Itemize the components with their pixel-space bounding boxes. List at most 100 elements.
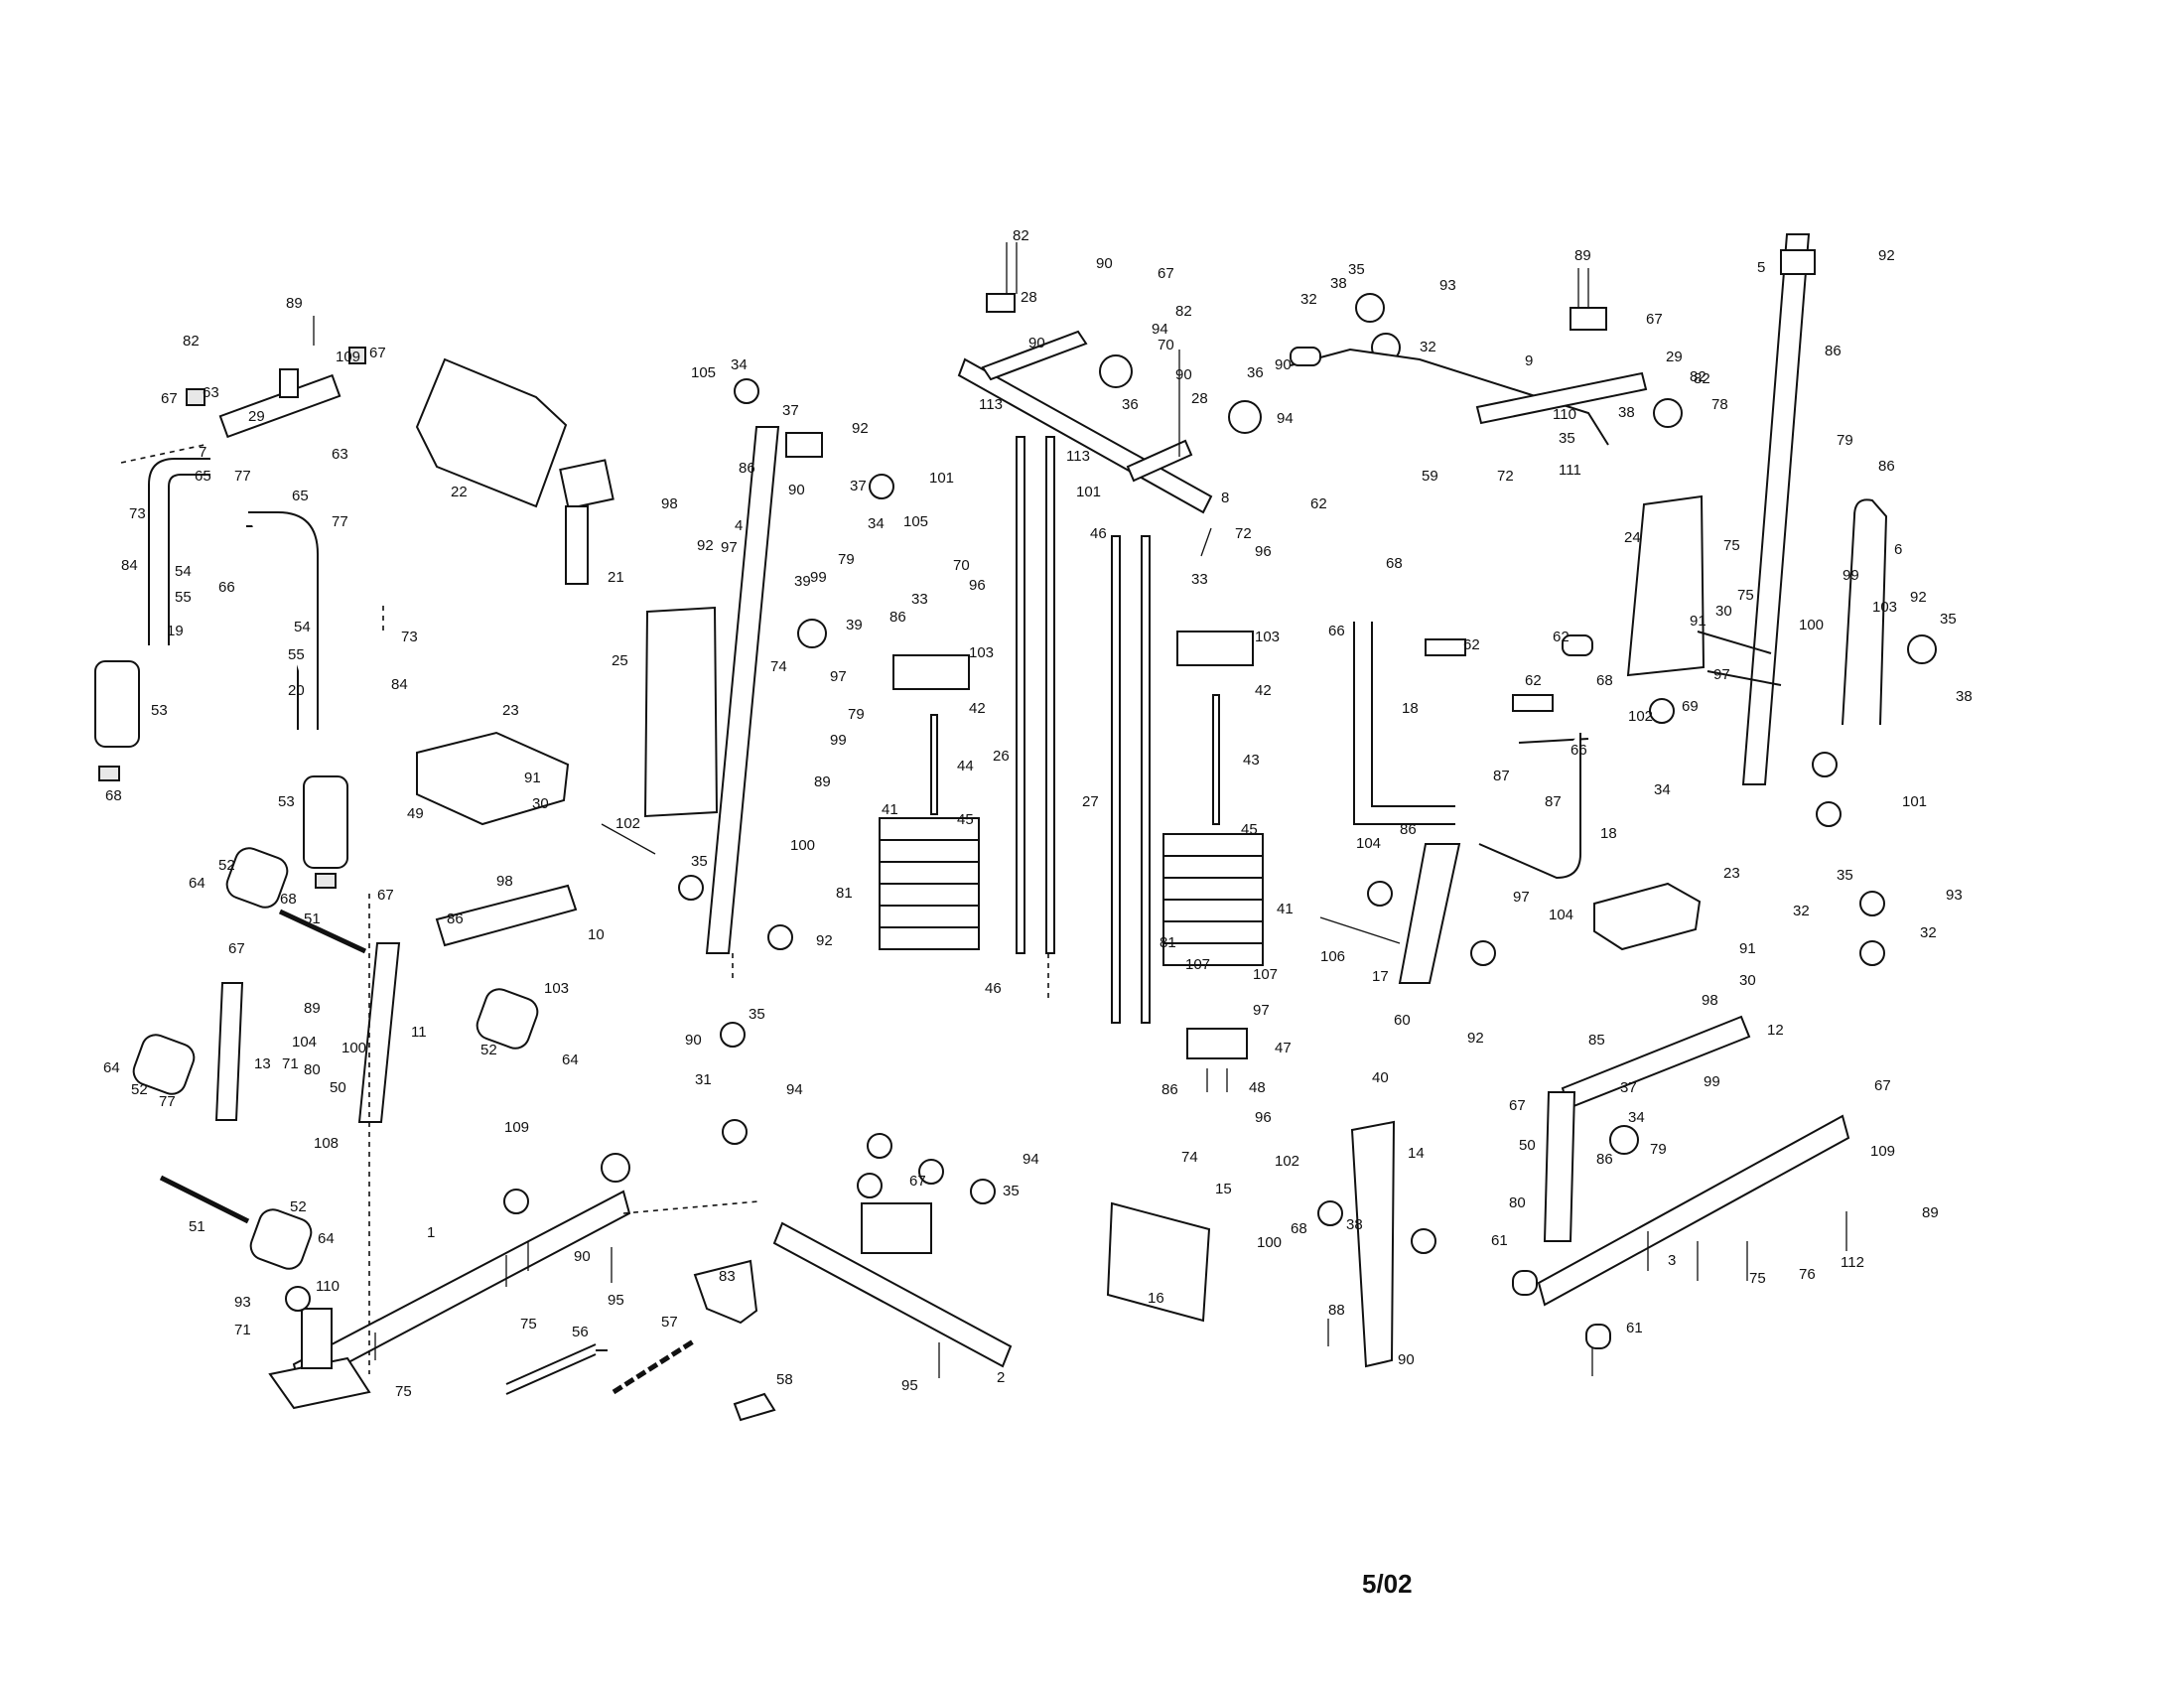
callout-52b: 52 <box>131 1081 148 1098</box>
callout-37b: 37 <box>850 478 867 494</box>
callout-94c: 94 <box>786 1081 803 1098</box>
callout-93b: 93 <box>1946 887 1963 904</box>
callout-63b: 63 <box>332 446 348 463</box>
callout-89a: 89 <box>286 295 303 312</box>
callout-66c: 66 <box>1570 742 1587 759</box>
callout-46a: 46 <box>1090 525 1107 542</box>
callout-86a: 86 <box>739 460 755 477</box>
callout-108: 108 <box>314 1135 339 1152</box>
callout-104b: 104 <box>1356 835 1381 852</box>
callout-68b: 68 <box>280 891 297 908</box>
callout-59: 59 <box>1422 468 1438 485</box>
callout-62c: 62 <box>1525 672 1542 689</box>
callout-8: 8 <box>1221 490 1229 506</box>
accessory-handles <box>505 1259 776 1422</box>
callout-97e: 97 <box>1513 889 1530 906</box>
date-code: 5/02 <box>1362 1569 1413 1599</box>
callout-89c: 89 <box>814 773 831 790</box>
guide-rods <box>1016 436 1151 1024</box>
leg-rollers <box>132 847 539 1270</box>
callout-105a: 105 <box>691 364 716 381</box>
callout-86e: 86 <box>447 911 464 927</box>
callout-101b: 101 <box>1076 484 1101 500</box>
callout-18a: 18 <box>1402 700 1419 717</box>
callout-57: 57 <box>661 1314 678 1331</box>
callout-90g: 90 <box>574 1248 591 1265</box>
callout-34b: 34 <box>868 515 885 532</box>
callout-36a: 36 <box>1122 396 1139 413</box>
callout-2: 2 <box>997 1369 1005 1386</box>
callout-17: 17 <box>1372 968 1389 985</box>
callout-107b: 107 <box>1253 966 1278 983</box>
callout-83: 83 <box>719 1268 736 1285</box>
callout-68d: 68 <box>1596 672 1613 689</box>
callout-97d: 97 <box>1253 1002 1270 1019</box>
callout-61b: 61 <box>1626 1320 1643 1336</box>
callout-94b: 94 <box>1152 321 1168 338</box>
callout-52d: 52 <box>290 1198 307 1215</box>
callout-38c: 38 <box>1956 688 1973 705</box>
callout-90f: 90 <box>685 1032 702 1049</box>
callout-35c: 35 <box>1940 611 1957 628</box>
callout-90c: 90 <box>1175 366 1192 383</box>
callout-86c: 86 <box>1825 343 1842 359</box>
callout-25: 25 <box>612 652 628 669</box>
callout-86h: 86 <box>1596 1151 1613 1168</box>
callout-68c: 68 <box>1386 555 1403 572</box>
callout-12: 12 <box>1767 1022 1784 1039</box>
callout-56: 56 <box>572 1324 589 1340</box>
callout-102a: 102 <box>615 815 640 832</box>
callout-82b: 82 <box>1013 227 1029 244</box>
callout-99a: 99 <box>810 569 827 586</box>
callout-86g: 86 <box>1161 1081 1178 1098</box>
callout-90a: 90 <box>1096 255 1113 272</box>
callout-65b: 65 <box>292 488 309 504</box>
callout-55b: 55 <box>288 646 305 663</box>
callout-89b: 89 <box>1574 247 1591 264</box>
callout-32c: 32 <box>1793 903 1810 919</box>
callout-67e: 67 <box>377 887 394 904</box>
callout-75c: 75 <box>520 1316 537 1333</box>
callout-109b: 109 <box>504 1119 529 1136</box>
callout-4: 4 <box>735 517 743 534</box>
callout-104a: 104 <box>292 1034 317 1051</box>
callout-102c: 102 <box>1275 1153 1299 1170</box>
callout-69: 69 <box>1682 698 1699 715</box>
callout-65a: 65 <box>195 468 211 485</box>
front-frame-12-and-3 <box>1512 1015 1850 1349</box>
callout-21: 21 <box>608 569 624 586</box>
callout-92e: 92 <box>816 932 833 949</box>
callout-103c: 103 <box>1872 599 1897 616</box>
callout-80b: 80 <box>1509 1194 1526 1211</box>
callout-63a: 63 <box>203 384 219 401</box>
callout-45b: 45 <box>1241 821 1258 838</box>
callout-94a: 94 <box>1277 410 1294 427</box>
callout-32d: 32 <box>1920 924 1937 941</box>
callout-64a: 64 <box>189 875 205 892</box>
leg-curl-top-assembly <box>94 347 384 889</box>
callout-107a: 107 <box>1185 956 1210 973</box>
callout-67d: 67 <box>1646 311 1663 328</box>
callout-35a: 35 <box>1348 261 1365 278</box>
callout-30b: 30 <box>1715 603 1732 620</box>
callout-96b: 96 <box>1255 543 1272 560</box>
callout-33a: 33 <box>911 591 928 608</box>
callout-67i: 67 <box>1874 1077 1891 1094</box>
callout-109a: 109 <box>336 349 360 365</box>
callout-82c: 82 <box>1175 303 1192 320</box>
callout-41a: 41 <box>882 801 898 818</box>
callout-77c: 77 <box>159 1093 176 1110</box>
callout-95a: 95 <box>608 1292 624 1309</box>
callout-58: 58 <box>776 1371 793 1388</box>
callout-54b: 54 <box>294 619 311 635</box>
callout-86f: 86 <box>1400 821 1417 838</box>
callout-38b: 38 <box>1618 404 1635 421</box>
callout-70a: 70 <box>1158 337 1174 353</box>
callout-42a: 42 <box>969 700 986 717</box>
callout-32a: 32 <box>1300 291 1317 308</box>
callout-92f: 92 <box>1467 1030 1484 1047</box>
callout-84a: 84 <box>121 557 138 574</box>
top-pivot-9 <box>1475 307 1648 425</box>
callout-39a: 39 <box>794 573 811 590</box>
